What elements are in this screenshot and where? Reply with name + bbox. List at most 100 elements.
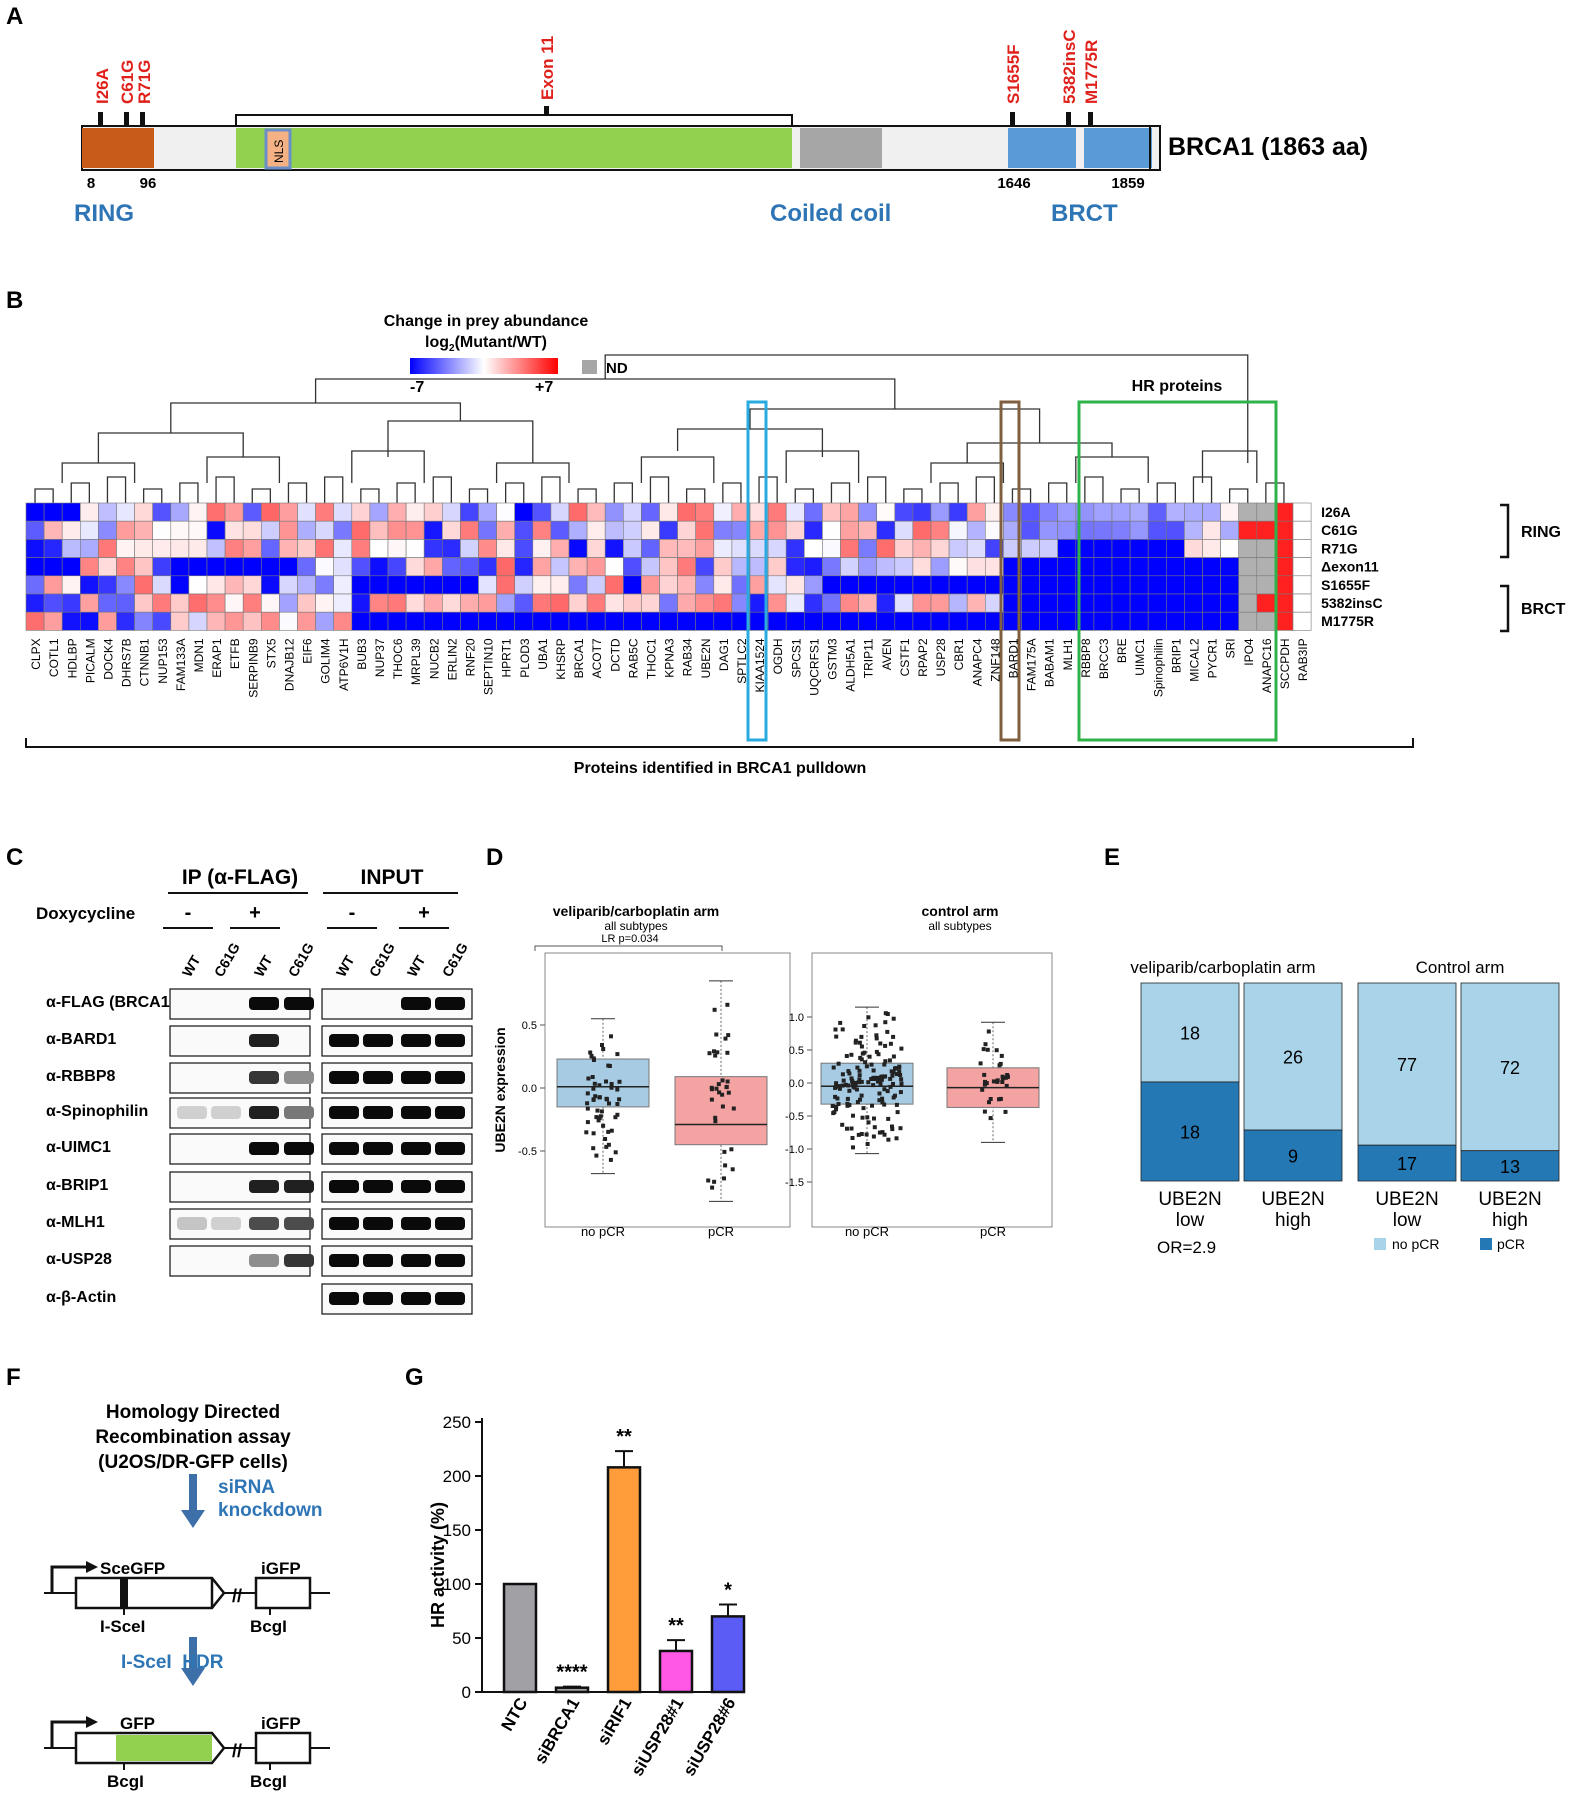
data-point	[852, 1085, 857, 1090]
f-step1-a: siRNA	[218, 1477, 275, 1498]
heatmap-cell	[43, 557, 63, 577]
heatmap-cell	[297, 611, 316, 631]
protein-label: NUCB2	[427, 638, 441, 679]
heatmap-cell	[1220, 611, 1239, 631]
heatmap-cell	[677, 502, 696, 522]
heatmap-cell	[822, 520, 841, 540]
heatmap-cell	[568, 539, 588, 558]
heatmap-cell	[1111, 539, 1131, 558]
heatmap-cell	[948, 502, 968, 522]
data-point	[712, 1179, 717, 1184]
data-point	[840, 1072, 845, 1077]
heatmap-cell	[188, 593, 208, 613]
data-point	[870, 1103, 874, 1108]
data-point	[834, 1034, 839, 1039]
blot-label: α-RBBP8	[46, 1068, 116, 1085]
protein-label: PICALM	[83, 638, 97, 683]
nopcr-count: 26	[1283, 1048, 1303, 1068]
heatmap-cell	[659, 502, 678, 522]
protein-label: EIF6	[301, 638, 315, 664]
heatmap-cell	[1256, 593, 1276, 613]
data-point	[853, 1080, 857, 1085]
heatmap-cell	[1238, 539, 1258, 558]
lane-label: C61G	[211, 940, 243, 980]
heatmap-cell	[622, 520, 642, 540]
construct-gfp: // GFP iGFP BcgI BcgI	[44, 1714, 330, 1791]
data-point	[875, 1079, 880, 1084]
data-point	[883, 1020, 888, 1025]
heatmap-cell	[297, 557, 316, 577]
heatmap-cell	[333, 593, 353, 613]
heatmap-cell	[43, 502, 63, 522]
heatmap-cell	[1220, 593, 1239, 613]
data-point	[864, 1132, 869, 1137]
panel-c-letter: C	[6, 844, 23, 871]
heatmap-cell	[1274, 557, 1294, 577]
data-point	[882, 1062, 887, 1067]
dendrogram-link	[975, 476, 995, 503]
data-point	[601, 1123, 606, 1128]
bar-nopcr	[1243, 982, 1343, 1131]
data-point	[895, 1072, 899, 1077]
heatmap-cell	[1256, 502, 1276, 522]
heatmap-cell	[387, 575, 407, 595]
data-point	[864, 1064, 869, 1069]
heatmap-cell	[80, 611, 99, 631]
data-point	[604, 1144, 609, 1149]
heatmap-cell	[152, 502, 172, 522]
heatmap-cell	[315, 539, 335, 558]
heatmap-cell	[1111, 557, 1131, 577]
arrow-2-head	[181, 1668, 205, 1686]
heatmap-cell	[116, 520, 135, 540]
heatmap-cell	[1021, 502, 1040, 522]
data-point	[888, 1041, 893, 1046]
data-point	[886, 1116, 891, 1121]
heatmap-cell	[803, 539, 823, 558]
heatmap-cell	[550, 575, 570, 595]
protein-label: SRI	[1224, 638, 1238, 658]
protein-label: THOC1	[645, 638, 659, 679]
heatmap-cell	[441, 502, 461, 522]
protein-label: ERLIN2	[445, 638, 459, 680]
heatmap-cell	[858, 557, 877, 577]
heatmap-cell	[966, 575, 986, 595]
heatmap-cell	[803, 557, 823, 577]
heatmap-cell	[351, 593, 371, 613]
data-point	[713, 1115, 718, 1120]
dendrogram-link	[287, 482, 308, 503]
mut-exon11: Exon 11	[538, 36, 557, 100]
data-point	[982, 1072, 987, 1077]
data-point	[597, 1083, 602, 1088]
dendrogram-link	[686, 488, 706, 503]
heatmap-cell	[514, 502, 534, 522]
data-point	[891, 1016, 896, 1021]
heatmap-cell	[1129, 502, 1149, 522]
hr-proteins-label: HR proteins	[1132, 378, 1223, 395]
heatmap-cell	[496, 557, 516, 577]
heatmap-cell	[315, 520, 335, 540]
heatmap-cell	[134, 502, 154, 522]
heatmap-cell	[858, 520, 877, 540]
band	[211, 1106, 241, 1119]
pulldown-label: Proteins identified in BRCA1 pulldown	[574, 760, 866, 777]
data-point	[606, 1142, 611, 1147]
heatmap-cell	[423, 520, 443, 540]
heatmap-cell	[1238, 520, 1258, 540]
blot-label: α-Spinophilin	[46, 1103, 148, 1120]
heatmap-cell	[260, 593, 280, 613]
protein-label: KIAA1524	[753, 638, 767, 692]
data-point	[856, 1080, 861, 1085]
blot-label: α-MLH1	[46, 1214, 105, 1231]
data-point	[599, 1109, 604, 1114]
heatmap-cell	[966, 539, 986, 558]
data-point	[840, 1027, 845, 1032]
dox-signs: -+-+	[163, 902, 449, 929]
data-point	[874, 1049, 879, 1054]
heatmap-cell	[315, 593, 335, 613]
data-point	[709, 1085, 714, 1090]
y-tick-label: 150	[443, 1521, 471, 1540]
f-title-1: Homology Directed	[106, 1402, 280, 1423]
heatmap-cell	[315, 502, 335, 522]
significance-label: **	[616, 1426, 632, 1448]
band	[363, 1254, 393, 1267]
